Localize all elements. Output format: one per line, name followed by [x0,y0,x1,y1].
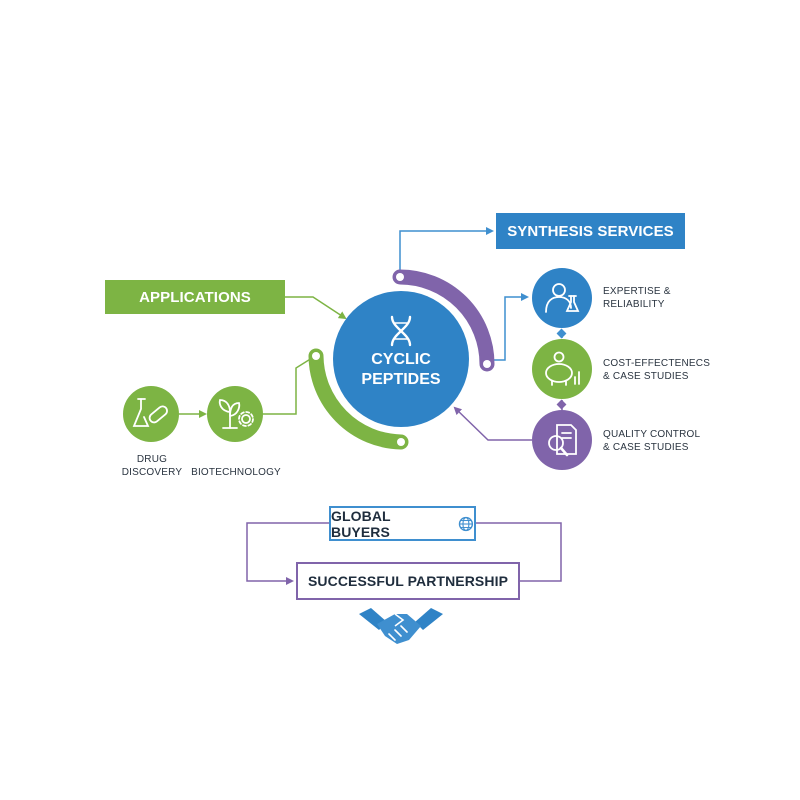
center-node [333,291,469,427]
arc-end-dot [396,273,404,281]
connector-buyers-right [476,522,562,582]
connector-quality-to-center [453,406,532,441]
purple-arc [392,269,495,372]
applications-title: APPLICATIONS [139,288,251,306]
center-label-line2: PEPTIDES [361,371,441,388]
connector-to-synthesis [399,227,494,270]
quality-label-line1: QUALITY CONTROL [603,429,701,440]
center-label: CYCLIC PEPTIDES [334,350,468,390]
drug-discovery-label: DRUG DISCOVERY [118,453,186,479]
globe-icon [458,516,474,531]
global-buyers-title: GLOBAL BUYERS [331,507,391,540]
connector-buyers-left [246,522,329,585]
connector-to-expertise [490,293,529,361]
cost-label: COST-EFFECTENECS & CASE STUDIES [603,357,710,383]
cost-label-line1: COST-EFFECTENECS [603,358,711,369]
flask-capsule-icon [132,398,168,427]
connector-applications-to-center [285,296,347,320]
link-diamond [556,399,567,410]
plant-gear-icon [218,399,254,429]
applications-box[interactable]: APPLICATIONS [105,280,285,314]
expertise-label-line2: RELIABILITY [603,299,665,310]
quality-label: QUALITY CONTROL & CASE STUDIES [603,428,700,454]
arc-end-dot [397,438,405,446]
successful-partnership-title: SUCCESSFUL PARTNERSHIP [307,573,509,589]
dna-icon [390,315,412,347]
synthesis-services-title: SYNTHESIS SERVICES [507,222,674,240]
green-arc [308,348,409,450]
global-buyers-box[interactable]: GLOBAL BUYERS [329,506,476,541]
expertise-label: EXPERTISE & RELIABILITY [603,285,671,311]
successful-partnership-box[interactable]: SUCCESSFUL PARTNERSHIP [296,562,520,600]
arc-end-dot [483,360,491,368]
biotechnology-label: BIOTECHNOLOGY [190,466,282,479]
biotechnology-label-line1: BIOTECHNOLOGY [191,467,281,478]
magnifier-document-icon [548,424,577,457]
center-label-line1: CYCLIC [371,351,431,368]
expertise-label-line1: EXPERTISE & [603,286,671,297]
synthesis-services-box[interactable]: SYNTHESIS SERVICES [496,213,685,249]
piggy-bank-icon [545,351,580,386]
drug-discovery-label-line1: DRUG [136,454,168,465]
quality-label-line2: & CASE STUDIES [603,442,689,453]
scientist-icon [545,283,580,313]
connector-biotech-to-center [256,357,313,415]
cost-label-line2: & CASE STUDIES [603,371,689,382]
drug-discovery-label-line2: DISCOVERY [121,467,183,478]
arc-end-dot [312,352,320,360]
link-diamond [556,328,567,339]
handshake-icon [359,608,443,644]
cost-node[interactable] [532,339,592,399]
